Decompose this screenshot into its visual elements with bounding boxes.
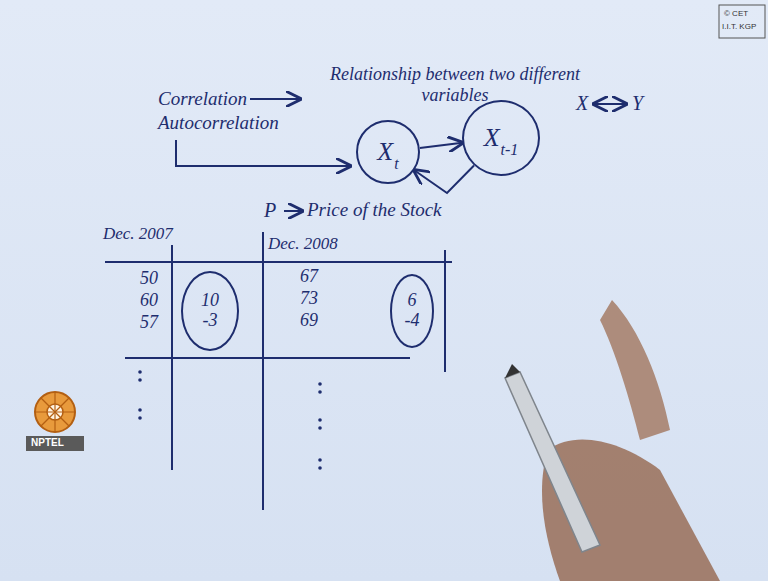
node-text: X bbox=[484, 124, 500, 153]
node-content: Xt bbox=[377, 138, 398, 167]
term-label: Autocorrelation bbox=[158, 112, 279, 134]
table-rule bbox=[171, 245, 173, 470]
pointer-arrow bbox=[250, 98, 300, 100]
subscript-text: t bbox=[394, 155, 398, 173]
node-content: 6-4 bbox=[405, 291, 420, 331]
definition-text: Relationship between two different varia… bbox=[305, 64, 605, 105]
table-cell: 69 bbox=[300, 310, 318, 331]
table-rule bbox=[105, 261, 452, 263]
table-rule bbox=[444, 250, 446, 372]
node-content: 10-3 bbox=[201, 291, 219, 331]
logo-text: NPTEL bbox=[31, 437, 64, 449]
term-label: Correlation bbox=[158, 88, 247, 110]
subscript-text: t-1 bbox=[501, 141, 519, 159]
double-arrow bbox=[594, 103, 626, 105]
table-cell: 67 bbox=[300, 266, 318, 287]
table-cell: 60 bbox=[140, 290, 158, 311]
stamp-box bbox=[719, 5, 765, 38]
table-rule bbox=[125, 357, 410, 359]
difference-oval: 6-4 bbox=[390, 274, 434, 348]
variable-label: P bbox=[264, 199, 276, 222]
variable-circle: Xt bbox=[356, 120, 420, 184]
table-cell: 50 bbox=[140, 268, 158, 289]
copyright-stamp: © CET bbox=[724, 9, 748, 18]
column-header: Dec. 2008 bbox=[268, 234, 338, 254]
node-text: X bbox=[377, 138, 393, 167]
copyright-stamp: I.I.T. KGP bbox=[722, 22, 756, 31]
connector-arrow bbox=[420, 143, 463, 148]
column-header: Dec. 2007 bbox=[103, 224, 173, 244]
definition-text: Price of the Stock bbox=[307, 199, 442, 221]
node-content: Xt-1 bbox=[484, 124, 519, 153]
variable-label: X bbox=[576, 92, 588, 115]
difference-oval: 10-3 bbox=[181, 271, 239, 351]
node-text: -3 bbox=[203, 311, 218, 331]
pointer-arrow bbox=[284, 210, 302, 212]
table-rule bbox=[262, 232, 264, 510]
hand-illustration bbox=[505, 300, 720, 581]
table-cell: 57 bbox=[140, 312, 158, 333]
table-cell: 73 bbox=[300, 288, 318, 309]
node-text: -4 bbox=[405, 311, 420, 331]
node-text: 10 bbox=[201, 291, 219, 311]
connector-arrow bbox=[414, 166, 474, 194]
node-text: 6 bbox=[408, 291, 417, 311]
variable-label: Y bbox=[632, 92, 643, 115]
continuation-dots bbox=[138, 370, 322, 470]
nptel-logo bbox=[26, 392, 84, 451]
pointer-arrow bbox=[176, 140, 350, 166]
variable-circle: Xt-1 bbox=[462, 100, 540, 176]
